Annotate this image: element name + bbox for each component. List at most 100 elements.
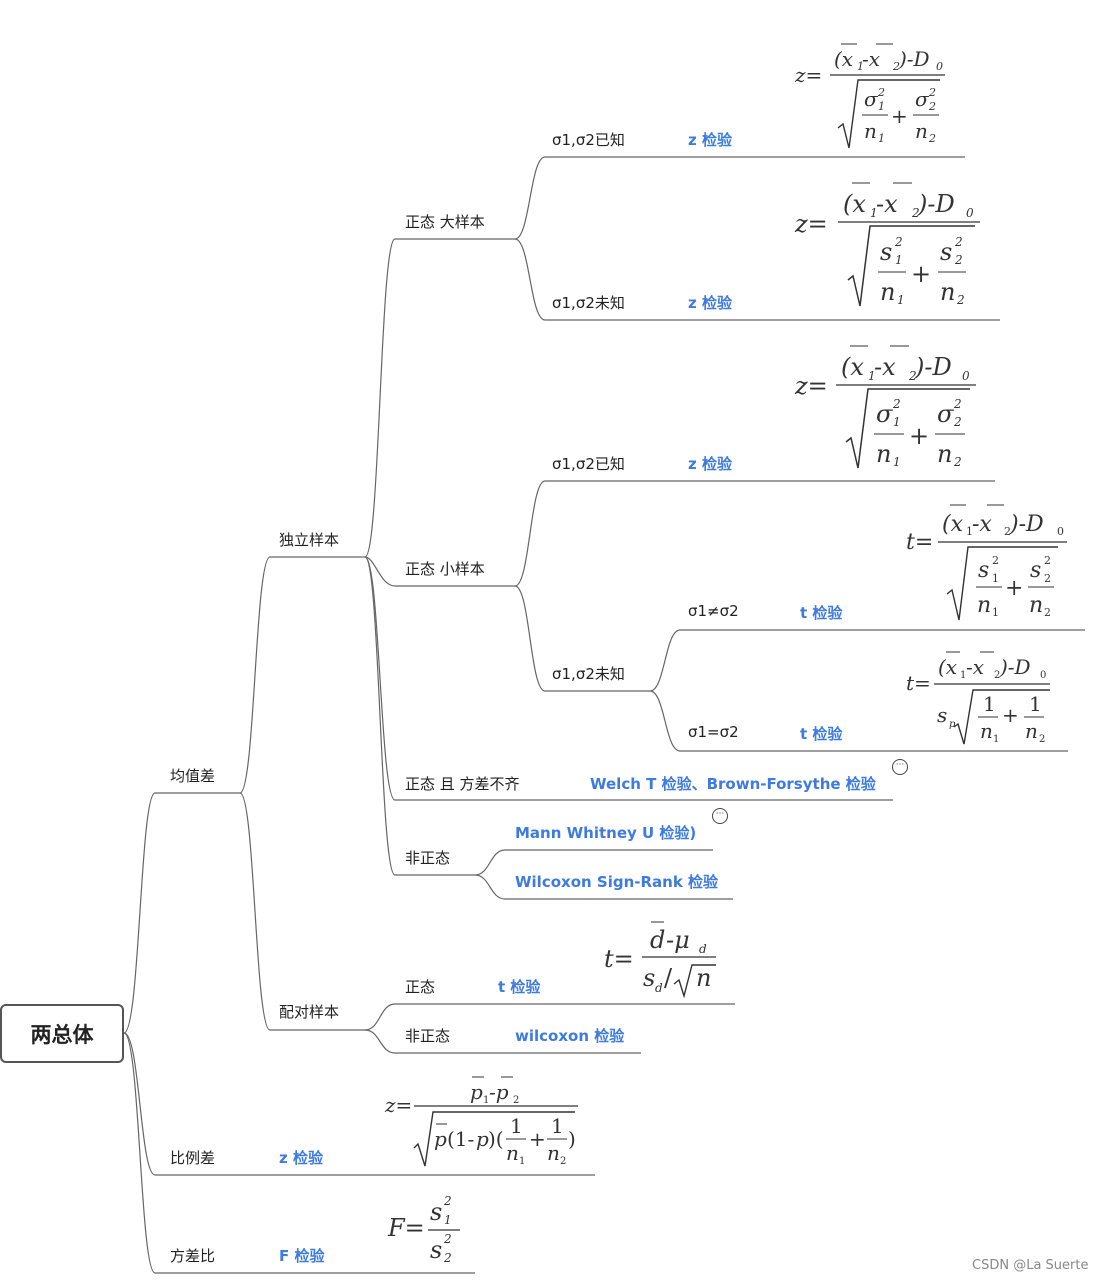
svg-text:1: 1: [868, 369, 876, 383]
svg-text:+: +: [529, 1127, 546, 1151]
node-paired-normal[interactable]: 正态: [405, 978, 436, 996]
svg-text:-x: -x: [966, 655, 984, 679]
node-small-unknown[interactable]: σ1,σ2未知: [552, 665, 625, 683]
svg-text:+: +: [1002, 703, 1019, 727]
svg-text:n: n: [876, 440, 891, 468]
svg-text:2: 2: [992, 554, 999, 567]
test-t-eq[interactable]: t 检验: [800, 725, 843, 743]
node-paired-non-normal[interactable]: 非正态: [405, 1027, 451, 1045]
svg-text:s: s: [1030, 558, 1041, 583]
test-mann-whitney[interactable]: Mann Whitney U 检验): [515, 824, 697, 842]
svg-text:s: s: [978, 558, 989, 583]
svg-text:(x: (x: [938, 655, 957, 679]
svg-text:σ: σ: [864, 87, 879, 111]
test-z-large-unknown[interactable]: z 检验: [688, 294, 732, 312]
comment-bubble-icon[interactable]: ···: [712, 808, 728, 824]
node-paired[interactable]: 配对样本: [279, 1003, 340, 1021]
svg-text:n: n: [547, 1141, 560, 1165]
test-wilcoxon-sign-rank[interactable]: Wilcoxon Sign-Rank 检验: [515, 873, 719, 891]
node-mean-diff[interactable]: 均值差: [170, 767, 216, 785]
svg-text:(x: (x: [843, 190, 866, 218]
svg-text:2: 2: [1044, 554, 1051, 567]
svg-text:2: 2: [928, 86, 936, 99]
svg-text:2: 2: [1004, 525, 1011, 538]
svg-text:p: p: [434, 1127, 447, 1151]
svg-text:(x: (x: [841, 353, 864, 381]
test-f-variance[interactable]: F 检验: [279, 1247, 325, 1265]
svg-text:s: s: [430, 1198, 442, 1226]
svg-text:2: 2: [892, 60, 900, 73]
node-sigma-eq[interactable]: σ1=σ2: [688, 723, 739, 741]
svg-text:)-D: )-D: [1009, 512, 1044, 537]
svg-text:(x: (x: [834, 47, 853, 71]
svg-text:F=: F=: [387, 1214, 425, 1242]
svg-text:0: 0: [966, 206, 974, 220]
svg-text:z=: z=: [384, 1093, 412, 1117]
svg-text:-μ: -μ: [666, 926, 690, 954]
svg-text:σ: σ: [876, 400, 893, 428]
test-z-proportion[interactable]: z 检验: [279, 1149, 323, 1167]
svg-text:+: +: [1005, 576, 1023, 601]
svg-text:t=: t=: [906, 530, 933, 555]
svg-text:2: 2: [513, 1095, 519, 1106]
svg-text:d: d: [655, 981, 663, 995]
svg-text:1: 1: [897, 293, 905, 307]
svg-text:s: s: [880, 238, 892, 266]
svg-text:1: 1: [878, 132, 885, 145]
svg-text:n: n: [980, 719, 993, 743]
svg-text:z=: z=: [794, 210, 828, 238]
svg-text:n: n: [880, 278, 895, 306]
svg-text:-x: -x: [876, 190, 898, 218]
node-small-known[interactable]: σ1,σ2已知: [552, 455, 625, 473]
node-non-normal[interactable]: 非正态: [405, 849, 451, 867]
svg-text:n: n: [1029, 593, 1043, 618]
node-large-known[interactable]: σ1,σ2已知: [552, 131, 625, 149]
svg-text:n: n: [696, 964, 711, 992]
test-z-small-known[interactable]: z 检验: [688, 455, 732, 473]
test-z-large-known[interactable]: z 检验: [688, 131, 732, 149]
node-independent[interactable]: 独立样本: [279, 531, 340, 549]
node-proportion-diff[interactable]: 比例差: [170, 1149, 216, 1167]
comment-bubble-icon[interactable]: ···: [892, 759, 908, 775]
svg-text:1: 1: [519, 1156, 525, 1167]
node-normal-unequal-var[interactable]: 正态 且 方差不齐: [405, 775, 520, 793]
svg-text:2: 2: [443, 1232, 452, 1246]
node-sigma-neq[interactable]: σ1≠σ2: [688, 602, 739, 620]
test-t-paired[interactable]: t 检验: [498, 978, 541, 996]
node-variance-ratio[interactable]: 方差比: [170, 1247, 216, 1265]
svg-text:1: 1: [1029, 692, 1042, 716]
test-wilcoxon[interactable]: wilcoxon 检验: [515, 1027, 625, 1045]
svg-text:σ: σ: [937, 400, 954, 428]
svg-text:-x: -x: [874, 353, 896, 381]
test-welch-brown-forsythe[interactable]: Welch T 检验、Brown-Forsythe 检验: [590, 775, 876, 793]
svg-text:p: p: [470, 1080, 483, 1104]
svg-text:-p: -p: [489, 1080, 509, 1104]
node-normal-small[interactable]: 正态 小样本: [405, 560, 485, 578]
svg-text:2: 2: [892, 397, 901, 411]
svg-text:1: 1: [483, 1095, 489, 1106]
node-normal-large[interactable]: 正态 大样本: [405, 213, 485, 231]
svg-text:1: 1: [857, 60, 864, 73]
svg-text:p: p: [476, 1127, 489, 1151]
svg-text:2: 2: [954, 253, 963, 267]
svg-text:n: n: [915, 119, 928, 143]
svg-text:1: 1: [551, 1114, 564, 1138]
svg-text:n: n: [940, 278, 955, 306]
svg-text:n: n: [937, 440, 952, 468]
svg-text:+: +: [909, 422, 929, 450]
root-node[interactable]: 两总体: [0, 1004, 124, 1063]
svg-text:2: 2: [1044, 606, 1051, 619]
node-large-unknown[interactable]: σ1,σ2未知: [552, 294, 625, 312]
svg-text:)(: )(: [488, 1127, 504, 1151]
svg-text:0: 0: [1057, 525, 1064, 538]
svg-text:2: 2: [877, 86, 885, 99]
test-t-neq[interactable]: t 检验: [800, 604, 843, 622]
svg-text:1: 1: [893, 415, 901, 429]
svg-text:1: 1: [992, 606, 999, 619]
svg-text:n: n: [977, 593, 991, 618]
svg-text:p: p: [949, 719, 956, 730]
